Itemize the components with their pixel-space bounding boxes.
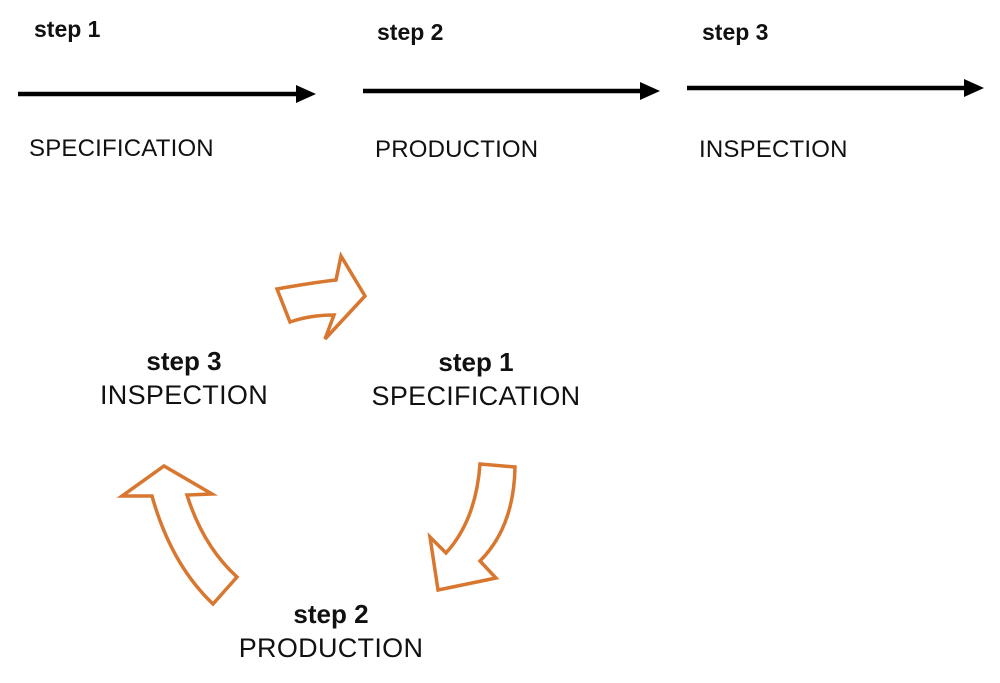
- linear-arrow-3: [687, 79, 984, 97]
- cycle-node-step-3: step 3 INSPECTION: [88, 345, 280, 413]
- cycle-arrow-2-to-3: [116, 463, 240, 607]
- linear-step-3-heading: step 3: [702, 19, 769, 45]
- cycle-step-1-heading: step 1: [438, 347, 514, 377]
- linear-step-2-stage: PRODUCTION: [375, 136, 539, 163]
- linear-arrow-2: [363, 82, 660, 100]
- linear-step-2-heading: step 2: [377, 19, 444, 45]
- cycle-arrow-1-to-2: [427, 462, 517, 593]
- linear-step-1-heading: step 1: [34, 16, 101, 42]
- linear-step-1-stage: SPECIFICATION: [29, 135, 214, 162]
- linear-step-3-stage: INSPECTION: [699, 136, 848, 163]
- cycle-node-step-2: step 2 PRODUCTION: [222, 598, 440, 666]
- cycle-step-1-stage: SPECIFICATION: [371, 381, 581, 412]
- cycle-step-3-stage: INSPECTION: [99, 380, 269, 411]
- cycle-step-2-heading: step 2: [293, 599, 369, 629]
- cycle-arrow-3-to-1: [274, 251, 368, 341]
- linear-arrow-1: [18, 85, 316, 103]
- cycle-step-2-stage: PRODUCTION: [238, 633, 424, 664]
- cycle-step-3-heading: step 3: [146, 346, 222, 376]
- cycle-node-step-1: step 1 SPECIFICATION: [360, 346, 592, 414]
